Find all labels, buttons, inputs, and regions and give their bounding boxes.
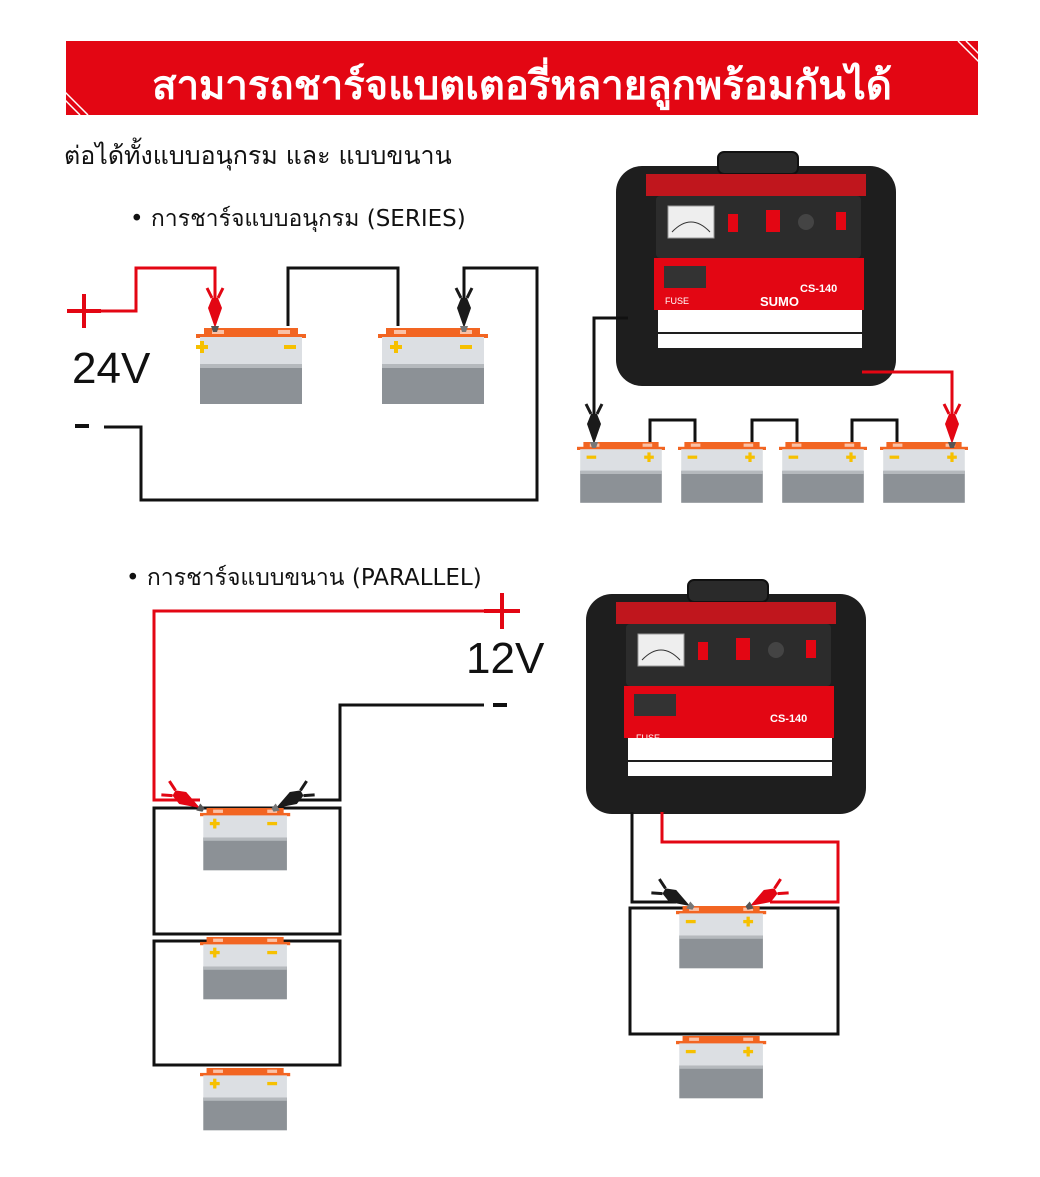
series-right-battery-2: [678, 442, 766, 503]
series-link-3: [850, 418, 899, 444]
series-battery-1: [196, 328, 306, 404]
parallel-diagram: [152, 593, 520, 1131]
series-charger: CS-140 SUMO FUSE: [577, 151, 968, 503]
parallel-charger-model: CS-140: [770, 713, 807, 725]
series-link-1: [648, 418, 697, 444]
series-charger-black-wire: [592, 316, 628, 420]
parallel-battery-2: [200, 937, 291, 1000]
series-diagram: [67, 266, 539, 502]
series-link-wire: [286, 266, 400, 326]
parallel-charger-brand: SUMO: [722, 736, 761, 751]
parallel-right-battery-1: [676, 906, 767, 969]
series-charger-brand: SUMO: [760, 294, 799, 309]
parallel-charger-black-wire: [630, 812, 676, 904]
parallel-voltage-label: 12V: [466, 634, 545, 683]
series-plus-sign: [67, 294, 101, 328]
series-right-battery-1: [577, 442, 665, 503]
series-voltage-label: 24V: [72, 344, 151, 393]
parallel-minus-sign: [493, 703, 507, 707]
parallel-charger-red-wire: [660, 812, 840, 904]
series-minus-sign: [75, 424, 89, 428]
series-charger-fuse-label: FUSE: [665, 296, 689, 306]
parallel-heading: • การชาร์จแบบขนาน (PARALLEL): [126, 565, 482, 591]
series-charger-model: CS-140: [800, 283, 837, 295]
parallel-black-wire: [290, 703, 484, 802]
banner-stripes: [66, 41, 978, 115]
parallel-battery-3: [200, 1068, 291, 1131]
banner-title: สามารถชาร์จแบตเตอรี่หลายลูกพร้อมกันได้: [152, 63, 892, 109]
title-banner: สามารถชาร์จแบตเตอรี่หลายลูกพร้อมกันได้: [66, 41, 978, 115]
parallel-charger-fuse-label: FUSE: [636, 733, 660, 743]
parallel-plus-sign: [484, 593, 520, 629]
series-right-battery-3: [779, 442, 867, 503]
subtitle: ต่อได้ทั้งแบบอนุกรม และ แบบขนาน: [64, 141, 452, 170]
parallel-battery-1: [200, 808, 291, 871]
series-link-2: [750, 418, 799, 444]
series-battery-2: [378, 328, 488, 404]
series-heading: • การชาร์จแบบอนุกรม (SERIES): [130, 206, 466, 232]
series-red-wire: [101, 266, 217, 313]
series-charger-red-wire: [862, 370, 954, 420]
series-right-battery-4: [880, 442, 968, 503]
parallel-right-battery-2: [676, 1036, 767, 1099]
parallel-charger: CS-140 SUMO FUSE: [585, 579, 867, 1099]
series-black-wire: [104, 266, 539, 502]
